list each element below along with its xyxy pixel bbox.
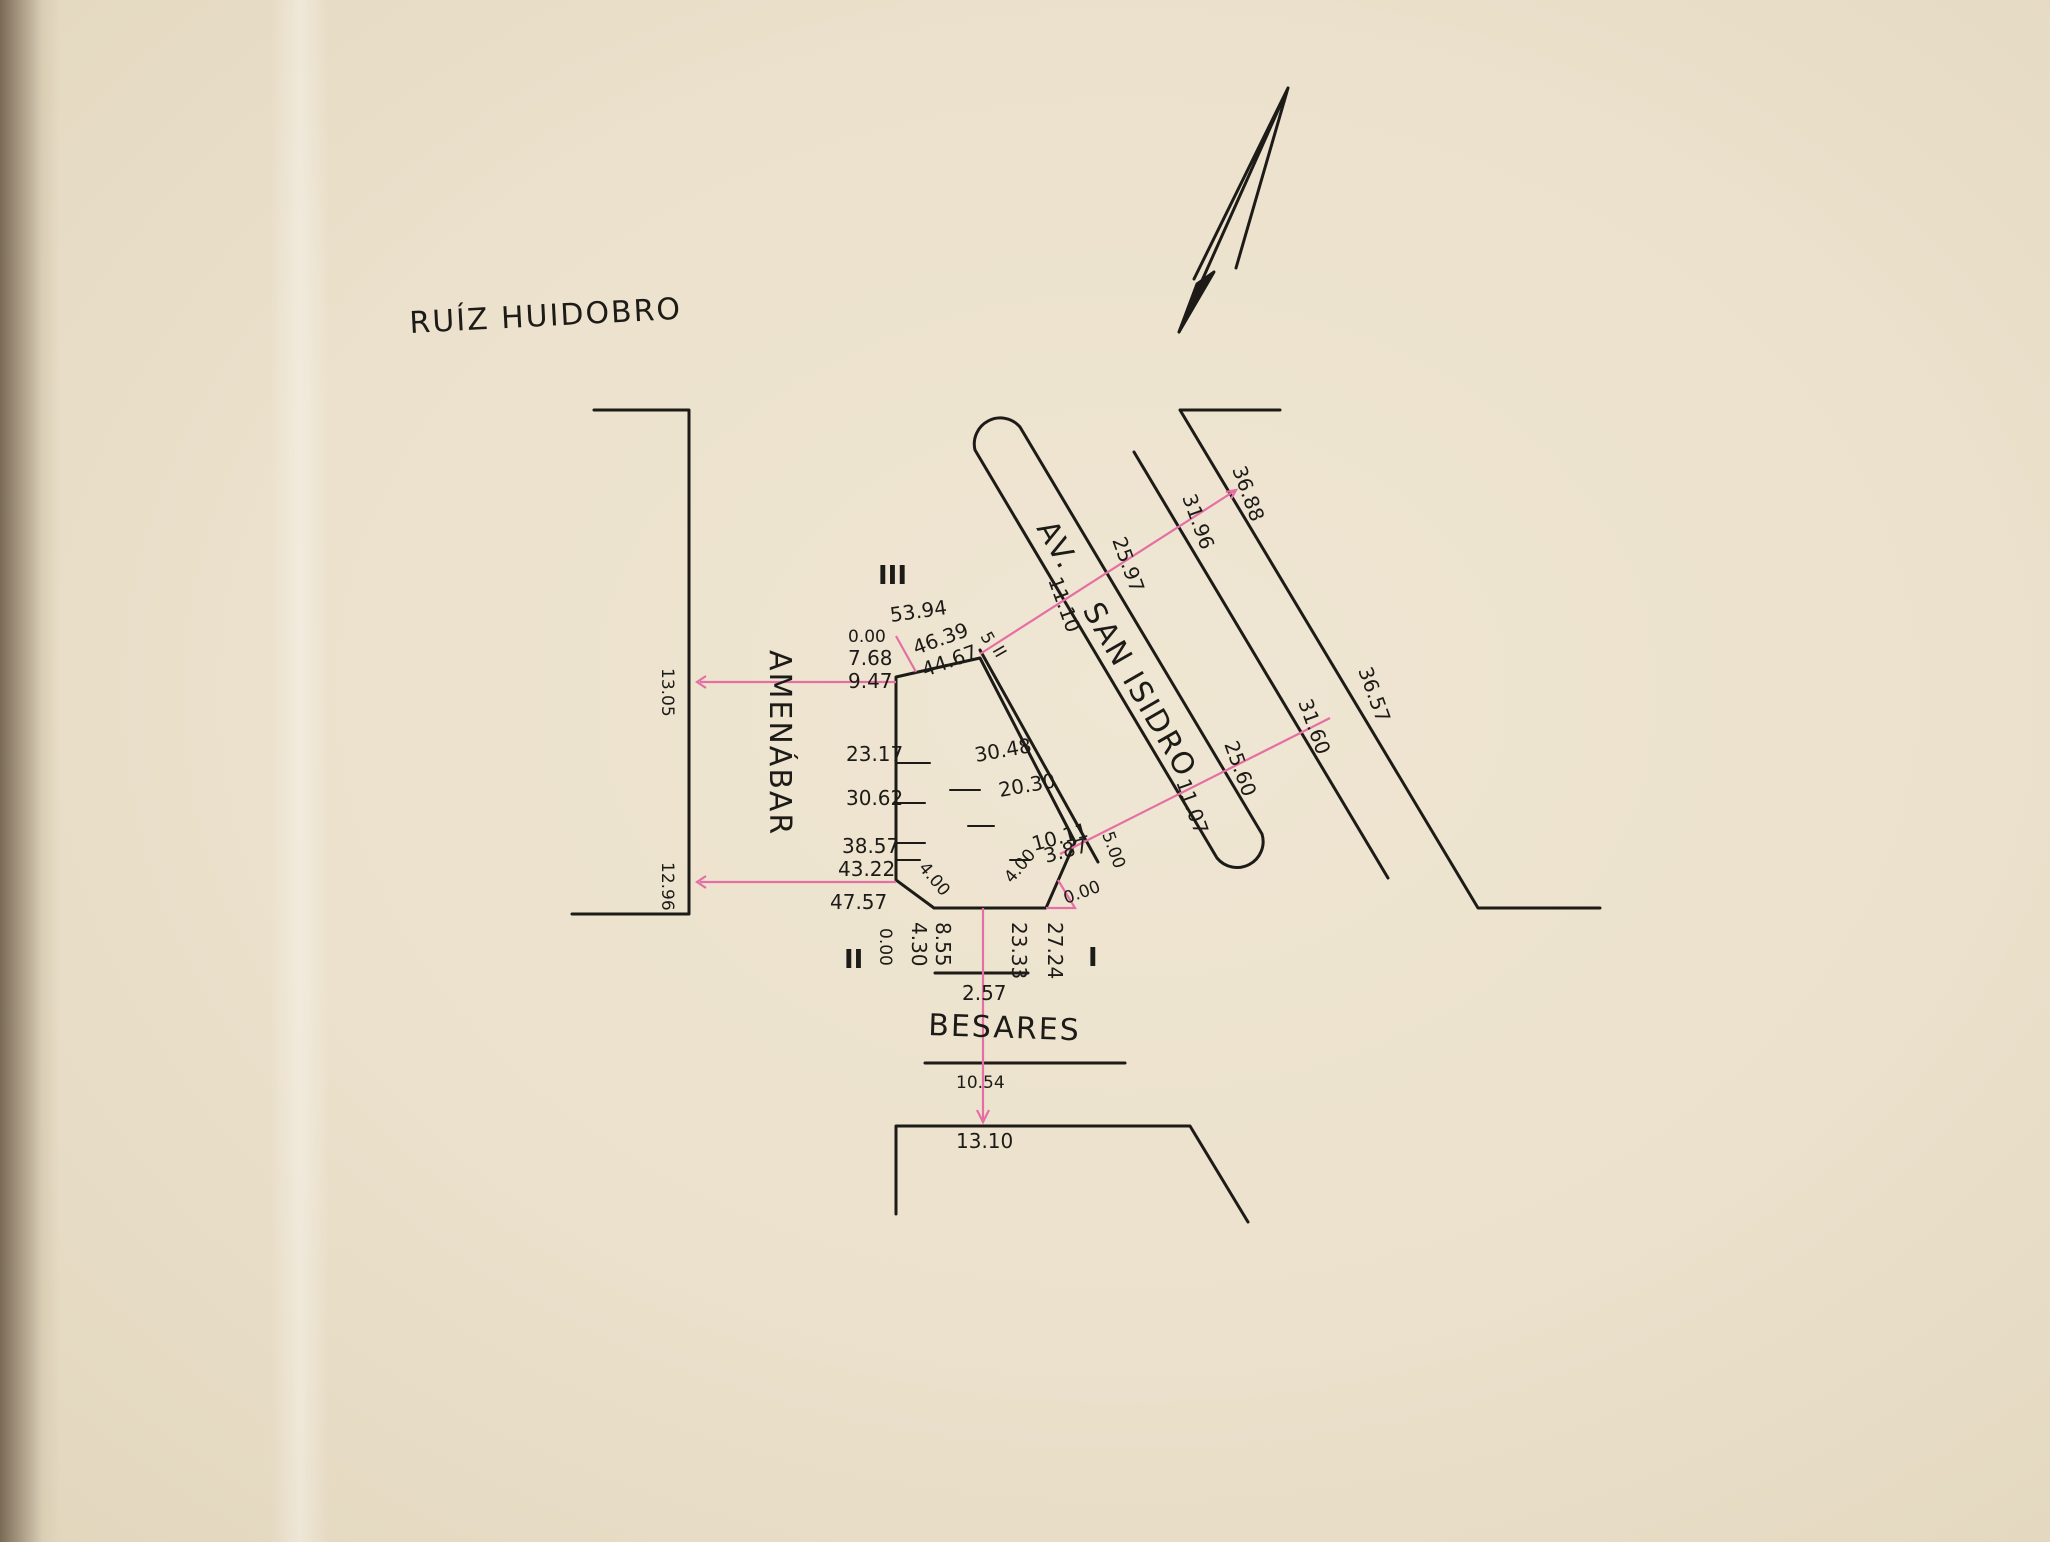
- dim-8-55: 8.55: [931, 922, 955, 967]
- avenue-median: [972, 416, 1265, 869]
- dim-11-07: 11.07: [1171, 776, 1213, 838]
- dim-2-57: 2.57: [962, 981, 1007, 1005]
- dim-31-60: 31.60: [1293, 696, 1335, 758]
- dim-20-30: 20.30: [997, 768, 1058, 802]
- dim-23-17: 23.17: [846, 742, 903, 766]
- street-label-amenabar: AMENÁBAR: [762, 650, 798, 836]
- paper-fold: [270, 0, 330, 1542]
- parcel-side-line: [978, 648, 1100, 864]
- dim-12-96: 12.96: [657, 862, 677, 911]
- parcel-ticks: [895, 762, 1031, 861]
- north-arrow-icon: [1177, 86, 1290, 334]
- dim-0-00-top: 0.00: [848, 627, 886, 647]
- dim-10-54: 10.54: [956, 1073, 1005, 1093]
- dim-11-10: 11.10: [1043, 574, 1085, 636]
- dim-31-96: 31.96: [1177, 491, 1219, 553]
- street-line-san-isidro: [1132, 450, 1390, 880]
- street-label-san-isidro: SAN ISIDRO: [1075, 597, 1204, 785]
- dim-4-30: 4.30: [907, 922, 931, 967]
- dim-53-94: 53.94: [888, 595, 948, 627]
- street-label-ruiz-huidobro: RUÍZ HUIDOBRO: [409, 291, 683, 341]
- street-label-besares: BESARES: [928, 1008, 1082, 1048]
- dim-0-00-bottom: 0.00: [875, 928, 895, 966]
- dim-0-00-right: 0.00: [1061, 877, 1103, 909]
- vertex-three-label: III: [878, 561, 907, 591]
- vertex-two-label: II: [844, 945, 863, 975]
- dim-25-60: 25.60: [1219, 738, 1261, 800]
- block-boundary-west: [570, 408, 691, 916]
- dim-23-33: 23.33: [1007, 922, 1031, 979]
- dim-43-22: 43.22: [838, 857, 895, 881]
- dim-47-57: 47.57: [830, 890, 887, 914]
- dim-9-47: 9.47: [848, 669, 893, 693]
- dim-4-00-left: 4.00: [914, 858, 954, 900]
- dim-36-57: 36.57: [1353, 664, 1395, 726]
- measurement-ties: [695, 488, 1331, 1125]
- dim-13-10: 13.10: [956, 1129, 1013, 1153]
- block-boundary-south: [894, 1124, 1250, 1224]
- dim-7-68: 7.68: [848, 646, 893, 670]
- vertex-one-label: I: [1088, 943, 1098, 973]
- dim-30-62: 30.62: [846, 786, 903, 810]
- dim-ii-small: II: [988, 643, 1010, 662]
- dim-5-00: 5.00: [1097, 829, 1129, 871]
- dim-38-57: 38.57: [842, 834, 899, 858]
- dim-13-05: 13.05: [657, 668, 677, 717]
- dim-30-48: 30.48: [973, 733, 1034, 767]
- dim-27-24: 27.24: [1043, 922, 1067, 979]
- block-boundary-east: [1178, 408, 1602, 910]
